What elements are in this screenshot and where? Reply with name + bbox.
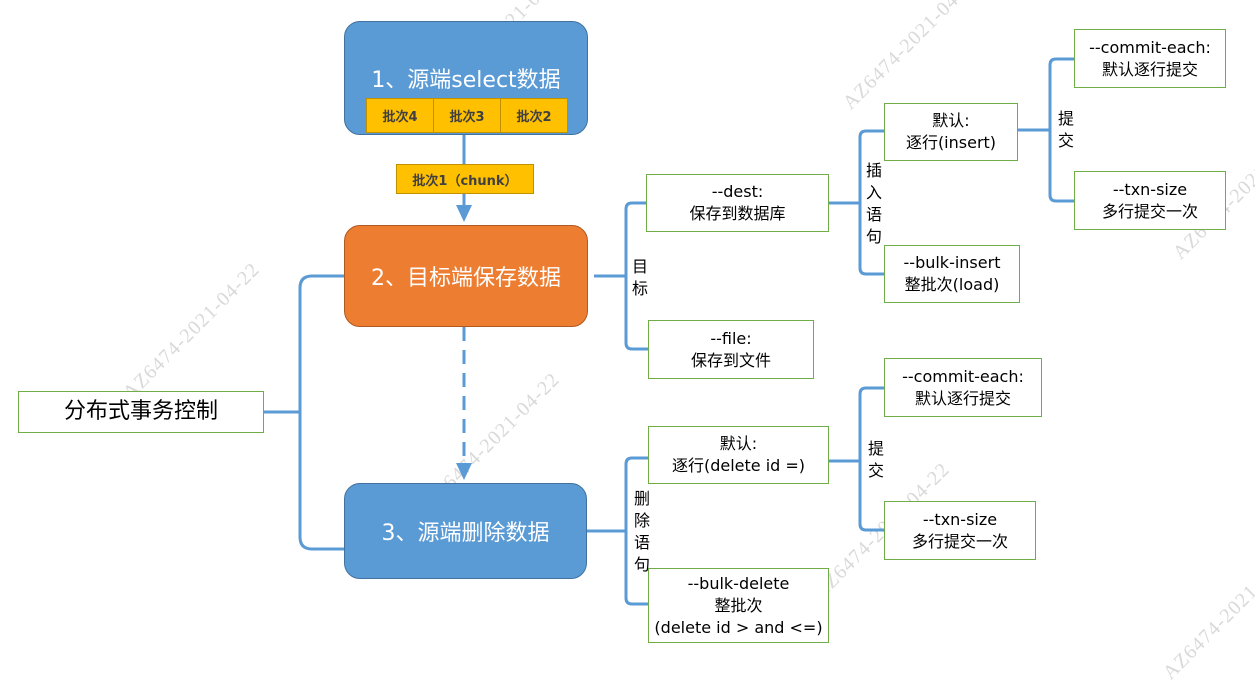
txn-size-option-2: --txn-size — [922, 509, 998, 529]
bulk-delete-node: --bulk-delete 整批次 (delete id > and <=) — [648, 568, 829, 643]
commit-label-2: 提交 — [867, 439, 884, 480]
commit-each-option-2: --commit-each: — [902, 366, 1024, 386]
batch-2: 批次2 — [500, 98, 568, 133]
commit-each-node: --commit-each: 默认逐行提交 — [1074, 29, 1226, 88]
bulk-insert-option: --bulk-insert — [903, 253, 1001, 272]
commit-each-desc-2: 默认逐行提交 — [914, 388, 1011, 408]
dest-option: --dest: — [711, 182, 764, 201]
default-insert-title: 默认: — [932, 111, 970, 130]
bulk-insert-node: --bulk-insert 整批次(load) — [884, 245, 1020, 303]
batch-4: 批次4 — [366, 98, 434, 133]
bulk-delete-desc: 整批次 — [714, 595, 763, 615]
default-delete-title: 默认: — [719, 434, 758, 453]
txn-size-desc: 多行提交一次 — [1101, 201, 1198, 221]
dest-node: --dest: 保存到数据库 — [646, 174, 829, 232]
step2-node: 2、目标端保存数据 — [344, 225, 588, 327]
root-label: 分布式事务控制 — [63, 399, 218, 424]
chunk-label: 批次1（chunk） — [396, 164, 534, 194]
commit-each-desc: 默认逐行提交 — [1101, 59, 1198, 79]
default-delete-node: 默认: 逐行(delete id =) — [648, 426, 829, 484]
commit-each-option: --commit-each: — [1089, 37, 1211, 57]
default-delete-desc: 逐行(delete id =) — [671, 456, 806, 475]
batch-3: 批次3 — [433, 98, 501, 133]
bulk-delete-option: --bulk-delete — [687, 573, 790, 593]
step3-title: 3、源端删除数据 — [381, 521, 550, 546]
step1-title: 1、源端select数据 — [371, 68, 561, 93]
bulk-insert-desc: 整批次(load) — [904, 275, 1000, 294]
file-option: --file: — [710, 328, 752, 348]
bulk-delete-sql: (delete id > and <=) — [654, 617, 823, 637]
file-node: --file: 保存到文件 — [648, 320, 814, 379]
default-insert-node: 默认: 逐行(insert) — [884, 103, 1018, 161]
txn-size-option: --txn-size — [1112, 179, 1188, 199]
file-desc: 保存到文件 — [690, 350, 771, 370]
commit-each-node-2: --commit-each: 默认逐行提交 — [884, 358, 1042, 417]
delete-statement-label: 删除语句 — [633, 489, 650, 574]
target-label: 目标 — [631, 257, 648, 298]
insert-statement-label: 插入语句 — [865, 161, 882, 246]
step2-title: 2、目标端保存数据 — [371, 266, 561, 291]
commit-label: 提交 — [1057, 109, 1074, 150]
step3-node: 3、源端删除数据 — [344, 483, 587, 579]
connectors — [264, 57, 1074, 606]
txn-size-node: --txn-size 多行提交一次 — [1074, 171, 1226, 230]
txn-size-node-2: --txn-size 多行提交一次 — [884, 501, 1036, 560]
txn-size-desc-2: 多行提交一次 — [911, 531, 1008, 551]
root-node: 分布式事务控制 — [18, 391, 264, 433]
dest-desc: 保存到数据库 — [689, 204, 786, 223]
default-insert-desc: 逐行(insert) — [905, 133, 997, 152]
